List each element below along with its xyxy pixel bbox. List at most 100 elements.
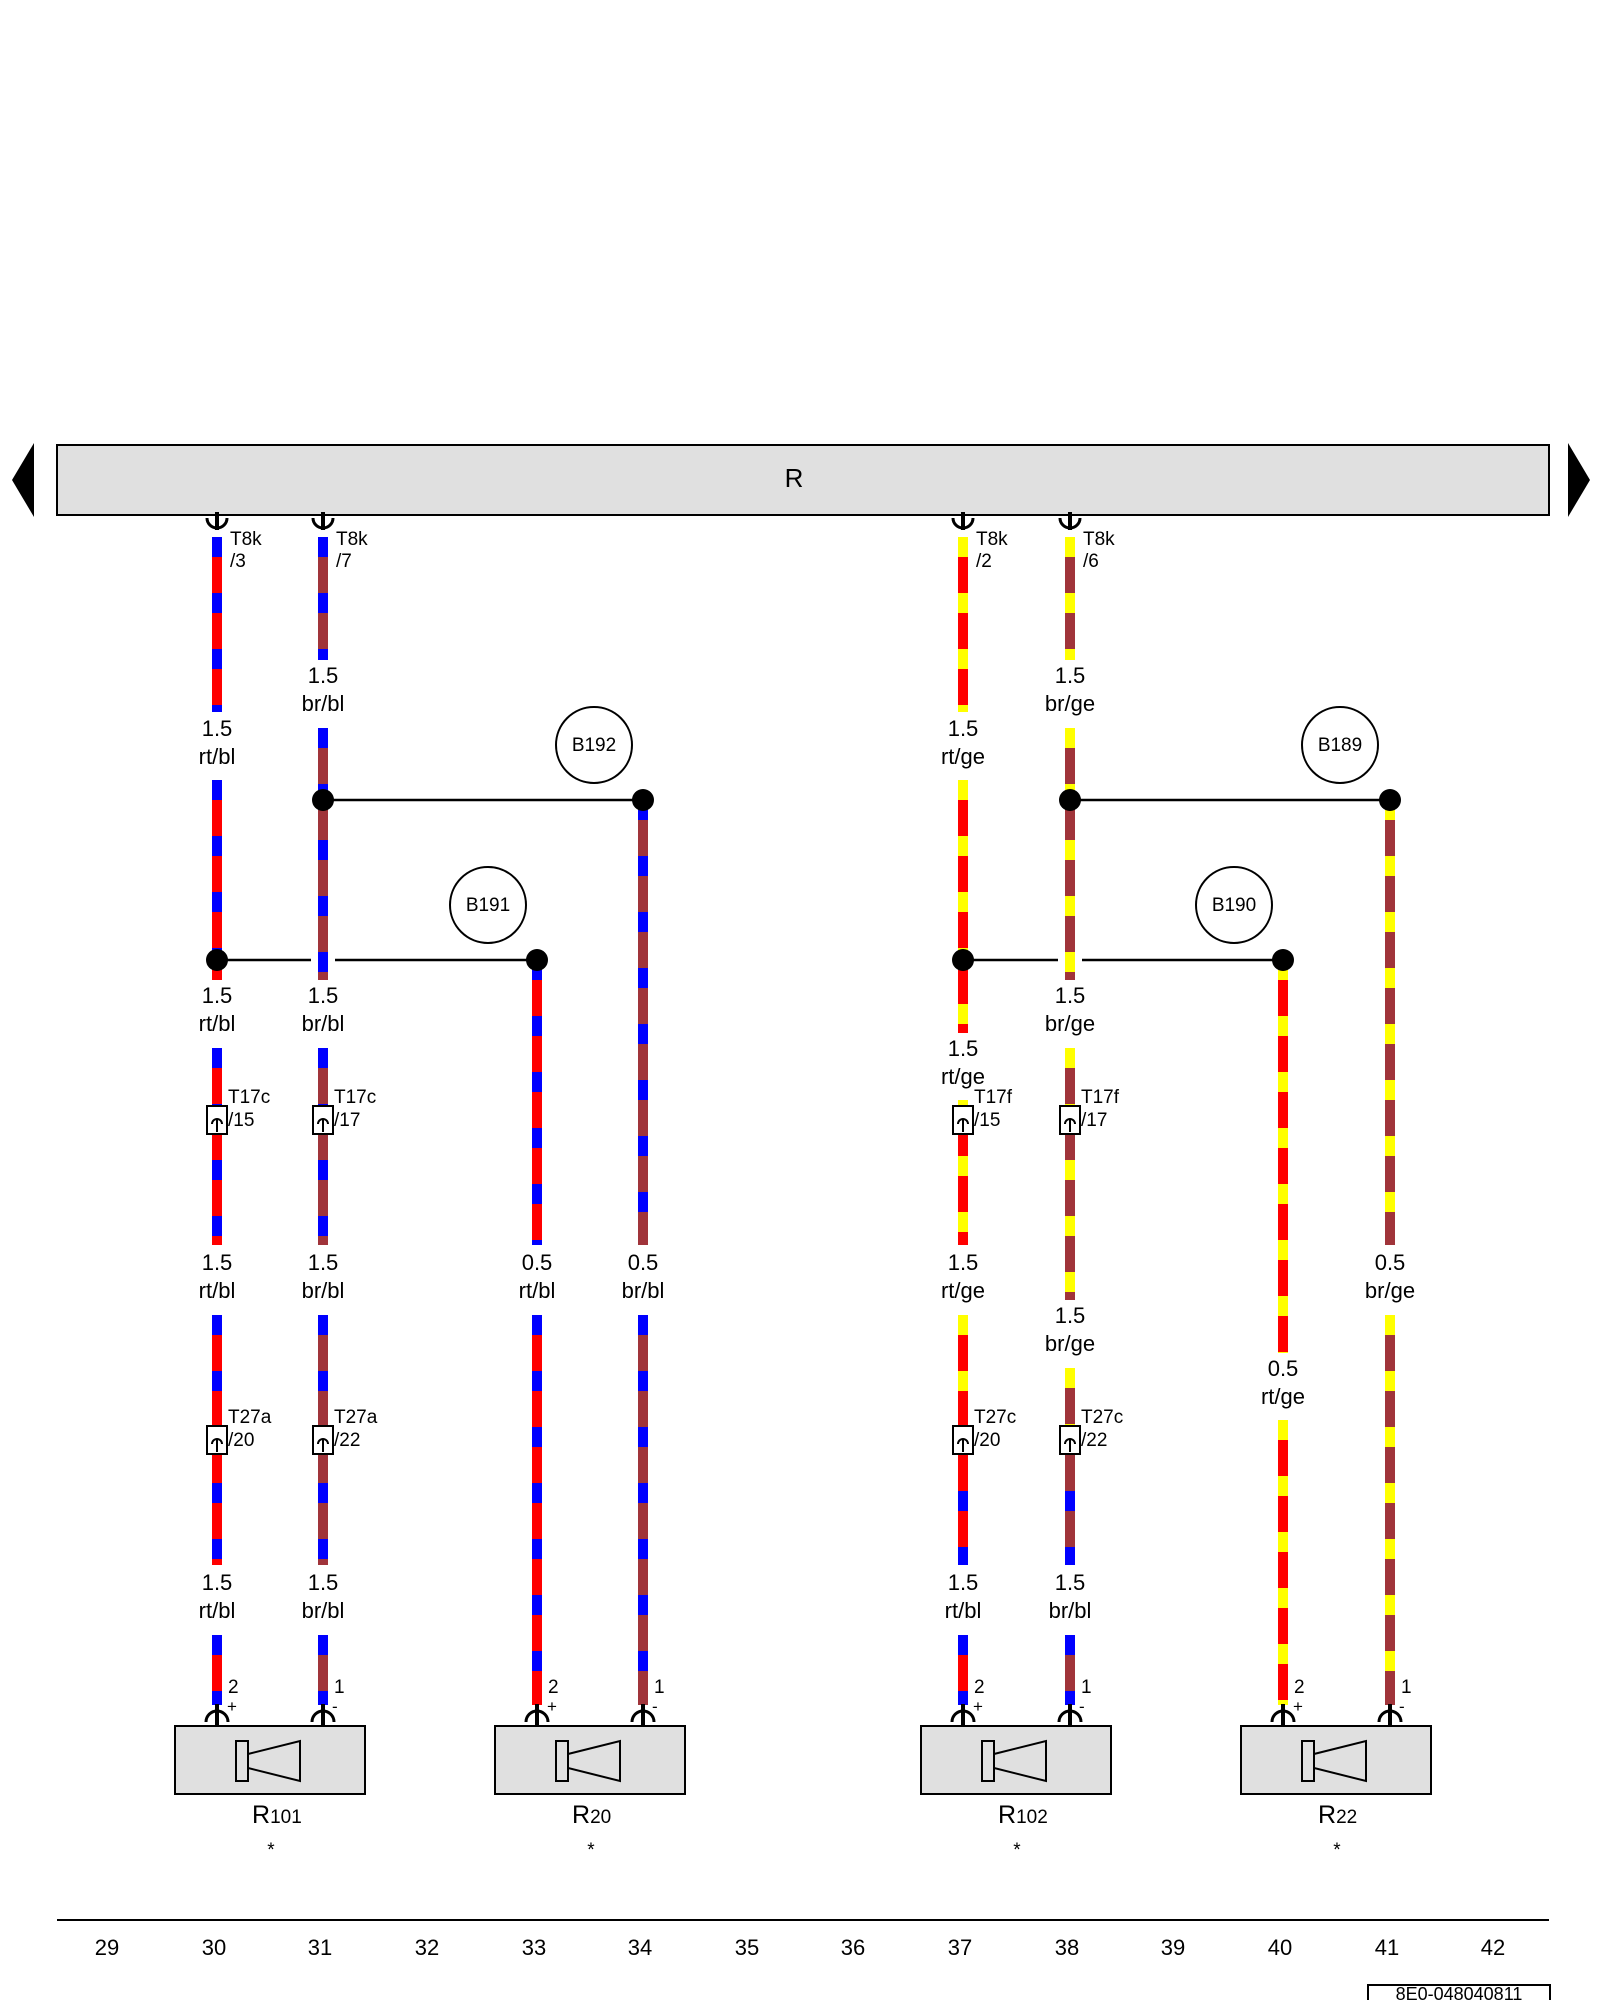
wire-color: rt/bl (199, 1011, 236, 1036)
wire-size: 1.5 (308, 1570, 339, 1595)
junction-circle (449, 866, 527, 944)
pin-polarity: + (973, 1697, 983, 1716)
inline-pin-sub: /20 (228, 1430, 254, 1451)
pin-number: 2 (228, 1677, 239, 1698)
wire-size: 0.5 (522, 1250, 553, 1275)
column-number: 30 (202, 1935, 226, 1960)
wire-color: rt/bl (199, 1278, 236, 1303)
splice-dot (526, 949, 548, 971)
column-number: 32 (415, 1935, 439, 1960)
wire-size: 1.5 (202, 716, 233, 741)
connector-pin-label: T8k (1083, 529, 1115, 550)
column-number: 36 (841, 1935, 865, 1960)
inline-pin-label: T17c (228, 1087, 270, 1108)
splice-lines (217, 798, 1390, 962)
inline-connector (1059, 1105, 1081, 1135)
next-page-arrow-icon[interactable] (1568, 443, 1590, 517)
connector-arrow-icon (1064, 1438, 1076, 1452)
wire-size: 1.5 (202, 1250, 233, 1275)
column-number: 34 (628, 1935, 652, 1960)
wire-labels: 1.5 rt/bl 1.5 br/bl 1.5 rt/ge 1.5 br/ge … (199, 663, 1415, 1623)
doc-number-box (1367, 1984, 1551, 2000)
inline-connector (1059, 1425, 1081, 1455)
component-box (174, 1725, 366, 1795)
wire-size: 1.5 (1055, 1303, 1086, 1328)
junction-label: B191 (466, 895, 510, 916)
splice-dot (1272, 949, 1294, 971)
connector-pin-sub: /6 (1083, 551, 1099, 572)
inline-connector (206, 1425, 228, 1455)
connector-pin-label: T8k (336, 529, 368, 550)
inline-connector (952, 1105, 974, 1135)
junction-label: B190 (1212, 895, 1256, 916)
wire-size: 1.5 (202, 983, 233, 1008)
inline-pin-label: T27a (334, 1407, 378, 1428)
speaker-r102[interactable]: R102 * (920, 1725, 1112, 1861)
pin-polarity: + (1293, 1697, 1303, 1716)
pin-polarity: - (1399, 1697, 1405, 1716)
column-numbers: 29 30 31 32 33 34 35 36 37 38 39 40 41 4… (95, 1935, 1505, 1960)
speaker-terminal (524, 1704, 550, 1726)
junction-label: B189 (1318, 735, 1362, 756)
wire-size: 1.5 (948, 1036, 979, 1061)
plug-connector (1058, 512, 1082, 530)
speaker-terminals: 2 + 1 - 2 + 1 - 2 + 1 - (204, 1677, 1412, 1726)
speaker-terminal (1057, 1704, 1083, 1726)
column-number: 33 (522, 1935, 546, 1960)
wires (212, 537, 1395, 1705)
wire-size: 1.5 (948, 1250, 979, 1275)
wire-color: br/bl (302, 1598, 345, 1623)
connector-arrow-icon (317, 1438, 329, 1452)
wire-size: 1.5 (948, 1570, 979, 1595)
wire-size: 1.5 (1055, 663, 1086, 688)
inline-connectors: T17c /15 T17c /17 T17f /15 T17f /17 T27a… (206, 1087, 1123, 1455)
component-note: * (267, 1840, 275, 1861)
inline-pin-sub: /17 (334, 1110, 360, 1131)
speaker-terminal (204, 1704, 230, 1726)
splice-dot (312, 789, 334, 811)
pin-number: 1 (334, 1677, 345, 1698)
connector-pin-sub: /3 (230, 551, 246, 572)
inline-pin-sub: /15 (228, 1110, 254, 1131)
inline-pin-label: T27c (1081, 1407, 1123, 1428)
connector-arrow-icon (957, 1118, 969, 1132)
plug-connector (951, 512, 975, 530)
column-number: 29 (95, 1935, 119, 1960)
wire-color: rt/ge (941, 744, 985, 769)
column-number: 41 (1375, 1935, 1399, 1960)
wire-size: 1.5 (308, 663, 339, 688)
component-label: R22 (1318, 1801, 1357, 1829)
speaker-icon (1301, 1739, 1367, 1783)
connector-arrow-icon (211, 1118, 223, 1132)
junction-label: B192 (572, 735, 616, 756)
pin-number: 1 (654, 1677, 665, 1698)
connector-pin-sub: /2 (976, 551, 992, 572)
speaker-r20[interactable]: R20 * (494, 1725, 686, 1861)
speaker-r22[interactable]: R22 * (1240, 1725, 1432, 1861)
speaker-icon (981, 1739, 1047, 1783)
wire-size: 1.5 (948, 716, 979, 741)
speaker-terminal (950, 1704, 976, 1726)
header-bar (56, 444, 1550, 516)
wire-color: br/ge (1045, 691, 1095, 716)
inline-connector (312, 1105, 334, 1135)
splice-dot (952, 949, 974, 971)
wire-color: br/ge (1045, 1011, 1095, 1036)
doc-number: 8E0-048040811 (1396, 1984, 1523, 2000)
speaker-r101[interactable]: R101 * (174, 1725, 366, 1861)
previous-page-arrow-icon[interactable] (12, 443, 34, 517)
splice-dot (206, 949, 228, 971)
inline-pin-sub: /17 (1081, 1110, 1107, 1131)
pin-number: 2 (974, 1677, 985, 1698)
wire-color: rt/bl (519, 1278, 556, 1303)
column-number: 42 (1481, 1935, 1505, 1960)
wire-size: 1.5 (1055, 983, 1086, 1008)
wire-color: br/bl (302, 1011, 345, 1036)
wire-color: rt/bl (199, 1598, 236, 1623)
wire-color: rt/ge (941, 1064, 985, 1089)
inline-pin-label: T27c (974, 1407, 1016, 1428)
wire-color: br/bl (302, 691, 345, 716)
wire-size: 0.5 (628, 1250, 659, 1275)
column-number: 35 (735, 1935, 759, 1960)
